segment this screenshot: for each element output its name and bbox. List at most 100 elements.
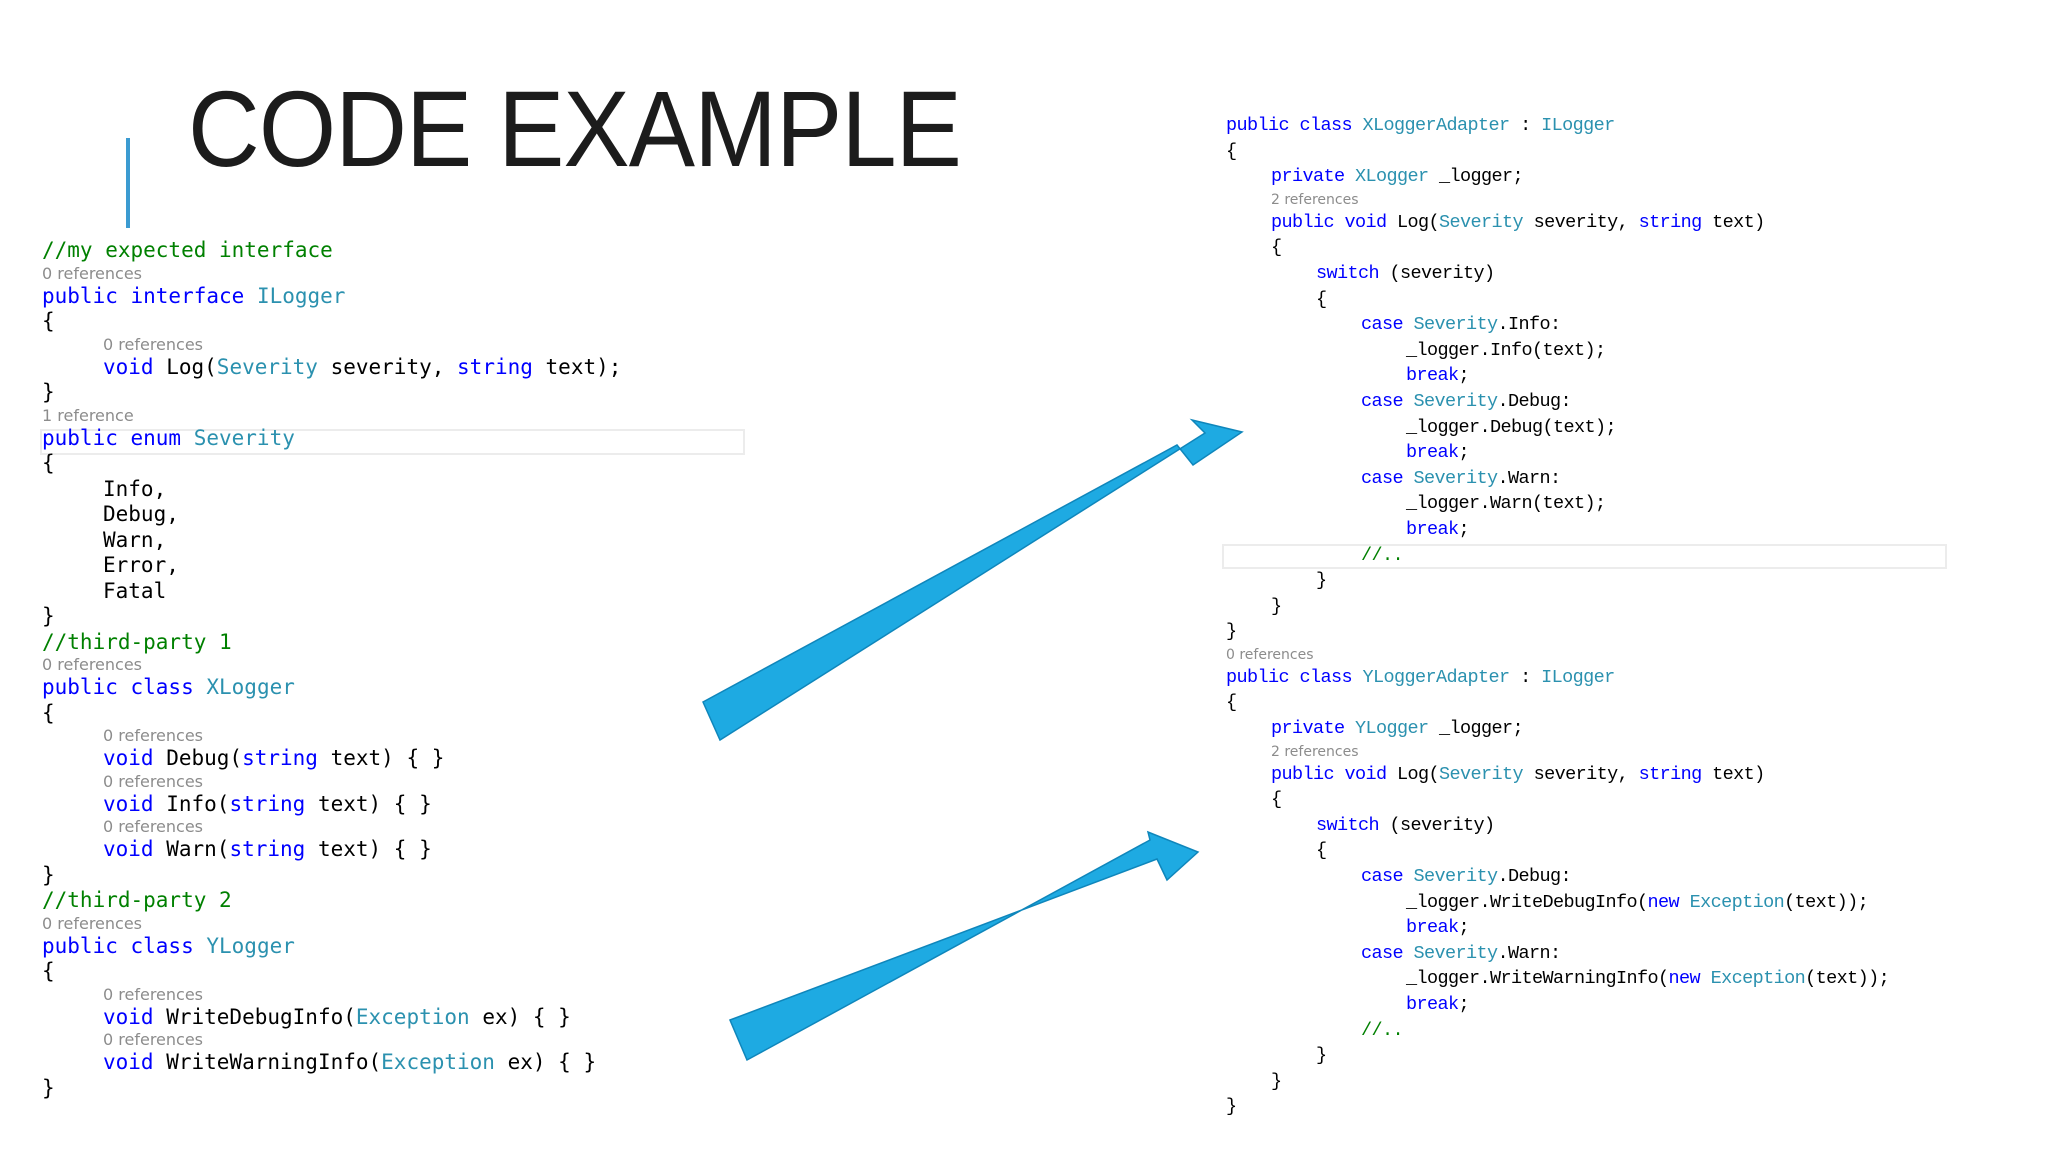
code-token: {	[1271, 237, 1282, 259]
code-token: (severity)	[1379, 262, 1496, 284]
code-token: case	[1361, 467, 1414, 489]
code-lens-references[interactable]: 0 references	[103, 1030, 203, 1049]
code-token: {	[1226, 692, 1237, 714]
code-lens-references[interactable]: 0 references	[103, 817, 203, 836]
code-token: //third-party 2	[42, 888, 232, 912]
code-token: Severity	[1439, 763, 1524, 785]
code-token: case	[1361, 314, 1414, 336]
code-token: public void	[1271, 763, 1387, 785]
code-token: text) { }	[305, 791, 432, 816]
code-line: void Log(Severity severity, string text)…	[42, 355, 621, 381]
code-line: _logger.Debug(text);	[1226, 415, 1889, 441]
slide-title: CODE EXAMPLE	[188, 68, 962, 189]
code-token: Info,	[103, 476, 167, 501]
code-line: {	[42, 309, 621, 335]
code-token: XLogger	[206, 675, 295, 699]
code-token: ;	[1458, 442, 1470, 464]
code-token: Severity	[1413, 866, 1499, 888]
code-lens-references[interactable]: 0 references	[42, 913, 142, 933]
code-line: public void Log(Severity severity, strin…	[1226, 762, 1889, 788]
code-lens-references[interactable]: 0 references	[103, 334, 203, 354]
code-token: ILogger	[1541, 666, 1615, 688]
code-token: ;	[1458, 365, 1470, 387]
code-line: void Warn(string text) { }	[42, 837, 621, 863]
code-lens-references[interactable]: 0 references	[42, 655, 142, 674]
code-token: private	[1271, 166, 1356, 188]
code-token: Severity	[1413, 942, 1499, 964]
code-token: //..	[1361, 544, 1404, 566]
code-token: Exception	[1689, 891, 1785, 913]
code-token: _logger;	[1428, 166, 1524, 188]
right-code-block: public class XLoggerAdapter : ILogger{pr…	[1226, 113, 1890, 1120]
code-token: public class	[1226, 666, 1363, 688]
upper-arrow-icon	[702, 418, 1244, 742]
code-lens-references[interactable]: 2 references	[1271, 743, 1359, 760]
code-lens-references[interactable]: 0 references	[103, 771, 203, 791]
code-token: Log(	[1386, 763, 1440, 785]
code-token: string	[229, 837, 306, 861]
code-line: }	[1226, 1043, 1889, 1069]
code-token: text);	[532, 354, 622, 379]
code-line: public class XLogger	[42, 675, 621, 701]
code-token: }	[1271, 595, 1282, 617]
code-token: switch	[1316, 814, 1380, 836]
code-token: {	[42, 959, 55, 983]
code-token: }	[1316, 1045, 1327, 1067]
code-line: //third-party 1	[42, 630, 621, 656]
code-token: {	[42, 700, 55, 725]
code-token: Severity	[1413, 467, 1499, 489]
code-token: Info(	[153, 791, 230, 816]
code-line: public class YLogger	[42, 934, 621, 960]
code-token: Log(	[1386, 211, 1440, 233]
code-line: {	[42, 959, 621, 985]
code-lens-references[interactable]: 0 references	[103, 726, 203, 745]
code-line: public interface ILogger	[42, 284, 621, 310]
code-line: Debug,	[42, 502, 621, 528]
code-token: Debug,	[103, 502, 179, 526]
code-token: Fatal	[103, 578, 167, 603]
code-token: Severity	[1439, 211, 1524, 233]
code-token: YLogger	[1355, 718, 1429, 740]
code-token: public interface	[42, 283, 257, 308]
code-lens-references[interactable]: 0 references	[42, 263, 142, 283]
code-line: {	[1226, 287, 1889, 313]
code-token: {	[42, 309, 55, 333]
code-token: Exception	[381, 1050, 495, 1074]
code-line: _logger.Warn(text);	[1226, 491, 1889, 517]
code-token: public class	[42, 933, 207, 958]
code-line: {	[42, 451, 621, 477]
code-token: string	[1638, 763, 1703, 785]
code-token: string	[1638, 211, 1703, 233]
code-lens-references[interactable]: 2 references	[1271, 191, 1359, 208]
code-token: //my expected interface	[42, 238, 333, 262]
code-token: (severity)	[1379, 814, 1496, 836]
code-token: public class	[42, 675, 207, 699]
code-token: text) { }	[305, 837, 432, 861]
code-token: ex) { }	[494, 1050, 597, 1074]
code-token: Exception	[1710, 968, 1806, 990]
code-line: switch (severity)	[1226, 261, 1889, 287]
lower-arrow-icon	[729, 830, 1200, 1062]
code-token: text)	[1701, 763, 1765, 785]
code-token: ex) { }	[469, 1004, 571, 1029]
code-line: void Debug(string text) { }	[42, 746, 621, 772]
code-lens-references[interactable]: 0 references	[103, 984, 203, 1004]
code-line: break;	[1226, 915, 1889, 941]
code-token: _logger.WriteWarningInfo(	[1406, 968, 1669, 990]
code-token: public enum	[42, 425, 194, 450]
code-token: }	[1226, 1096, 1237, 1118]
code-token: void	[103, 1050, 154, 1074]
code-lens-references[interactable]: 1 reference	[42, 405, 134, 425]
code-line: //..	[1226, 1018, 1889, 1044]
code-line: void Info(string text) { }	[42, 792, 621, 818]
code-token: }	[42, 862, 55, 887]
code-line: case Severity.Warn:	[1226, 941, 1889, 967]
code-token: _logger.WriteDebugInfo(	[1406, 891, 1648, 913]
code-token: Warn,	[103, 527, 167, 552]
code-line: case Severity.Debug:	[1226, 389, 1889, 415]
code-token: Severity	[216, 354, 318, 379]
code-token: {	[1226, 140, 1237, 162]
code-lens-references[interactable]: 0 references	[1226, 646, 1314, 663]
code-token: }	[42, 604, 55, 628]
